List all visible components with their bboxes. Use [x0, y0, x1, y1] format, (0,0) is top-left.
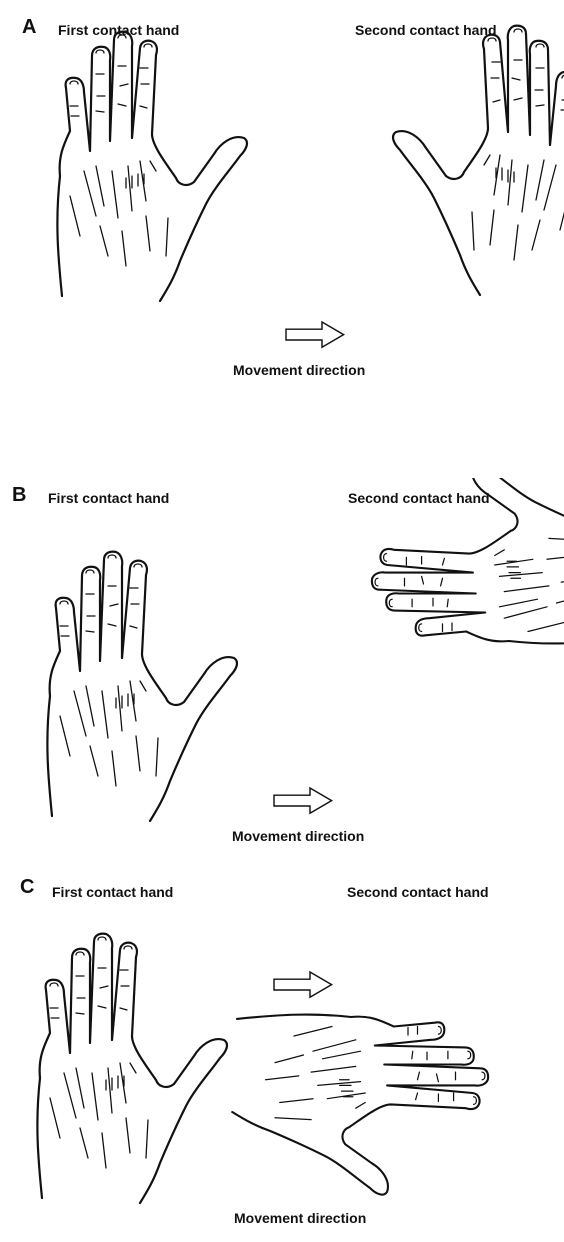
right-arrow-icon	[274, 788, 332, 813]
second-hand-icon	[393, 26, 564, 295]
panel-b-figure	[0, 478, 564, 858]
first-hand-icon	[37, 934, 227, 1203]
movement-direction-label: Movement direction	[232, 828, 364, 844]
movement-direction-label: Movement direction	[234, 1210, 366, 1226]
panel-b: B First contact hand Second contact hand…	[0, 478, 564, 858]
right-arrow-icon	[274, 972, 332, 997]
panel-a: A First contact hand Second contact hand…	[0, 0, 564, 410]
panel-c-figure	[0, 870, 564, 1242]
right-arrow-icon	[286, 322, 344, 347]
movement-direction-label: Movement direction	[233, 362, 365, 378]
panel-a-figure	[0, 0, 564, 410]
first-hand-icon	[57, 32, 247, 301]
first-hand-icon	[47, 552, 237, 821]
panel-c: C First contact hand Second contact hand…	[0, 870, 564, 1242]
second-hand-icon	[232, 1015, 488, 1195]
second-hand-icon	[372, 478, 564, 643]
